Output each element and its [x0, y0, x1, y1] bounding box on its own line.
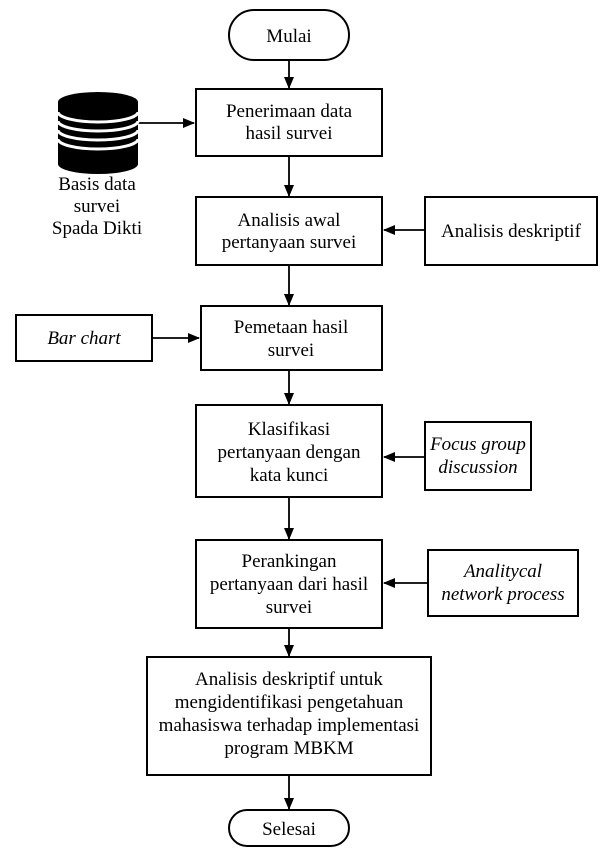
start-terminal: Mulai	[228, 9, 350, 61]
side-bar-chart: Bar chart	[15, 314, 153, 362]
process-label-line: program MBKM	[224, 738, 353, 759]
side-label-line: Analitycal	[462, 561, 542, 582]
process-label-line: survei	[266, 597, 312, 618]
process-analisis-deskriptif-mbkm: Analisis deskriptif untuk mengidentifika…	[146, 656, 432, 776]
process-analisis-awal: Analisis awal pertanyaan survei	[195, 196, 383, 266]
process-label-line: survei	[268, 340, 314, 361]
database-icon	[56, 92, 140, 174]
process-label-line: Analisis awal	[238, 210, 341, 231]
process-label-line: Klasifikasi	[248, 419, 330, 440]
side-label-line: network process	[441, 584, 564, 605]
side-label-line: Analisis deskriptif	[441, 221, 582, 242]
process-perankingan: Perankingan pertanyaan dari hasil survei	[195, 539, 383, 629]
database-label-line: Spada Dikti	[52, 218, 142, 239]
process-pemetaan-hasil: Pemetaan hasil survei	[200, 305, 383, 371]
side-label-line: Bar chart	[47, 328, 121, 349]
end-terminal: Selesai	[228, 809, 350, 847]
side-label-line: discussion	[438, 457, 517, 478]
process-label-line: pertanyaan dengan	[218, 442, 361, 463]
side-analisis-deskriptif: Analisis deskriptif	[424, 196, 598, 266]
side-analitycal-network-process: Analitycal network process	[427, 549, 579, 617]
end-label: Selesai	[262, 819, 316, 840]
database-label-line: survei	[74, 196, 120, 217]
database-label: Basis data survei Spada Dikti	[52, 174, 142, 239]
side-focus-group: Focus group discussion	[424, 421, 532, 491]
process-label-line: pertanyaan survei	[222, 232, 357, 253]
side-label-line: Focus group	[429, 434, 526, 455]
edges	[129, 60, 427, 810]
process-label-line: kata kunci	[250, 465, 329, 486]
process-label-line: mengidentifikasi pengetahuan	[175, 692, 404, 713]
process-label-line: hasil survei	[245, 123, 332, 144]
process-label-line: Penerimaan data	[226, 101, 353, 122]
process-penerimaan-data: Penerimaan data hasil survei	[195, 88, 383, 157]
process-klasifikasi: Klasifikasi pertanyaan dengan kata kunci	[195, 404, 383, 498]
process-label-line: Pemetaan hasil	[234, 317, 349, 338]
start-label: Mulai	[266, 26, 311, 47]
process-label-line: Perankingan	[242, 551, 337, 572]
process-label-line: pertanyaan dari hasil	[210, 574, 368, 595]
process-label-line: mahasiswa terhadap implementasi	[159, 715, 420, 736]
database-label-line: Basis data	[58, 174, 136, 195]
process-label-line: Analisis deskriptif untuk	[195, 669, 383, 690]
